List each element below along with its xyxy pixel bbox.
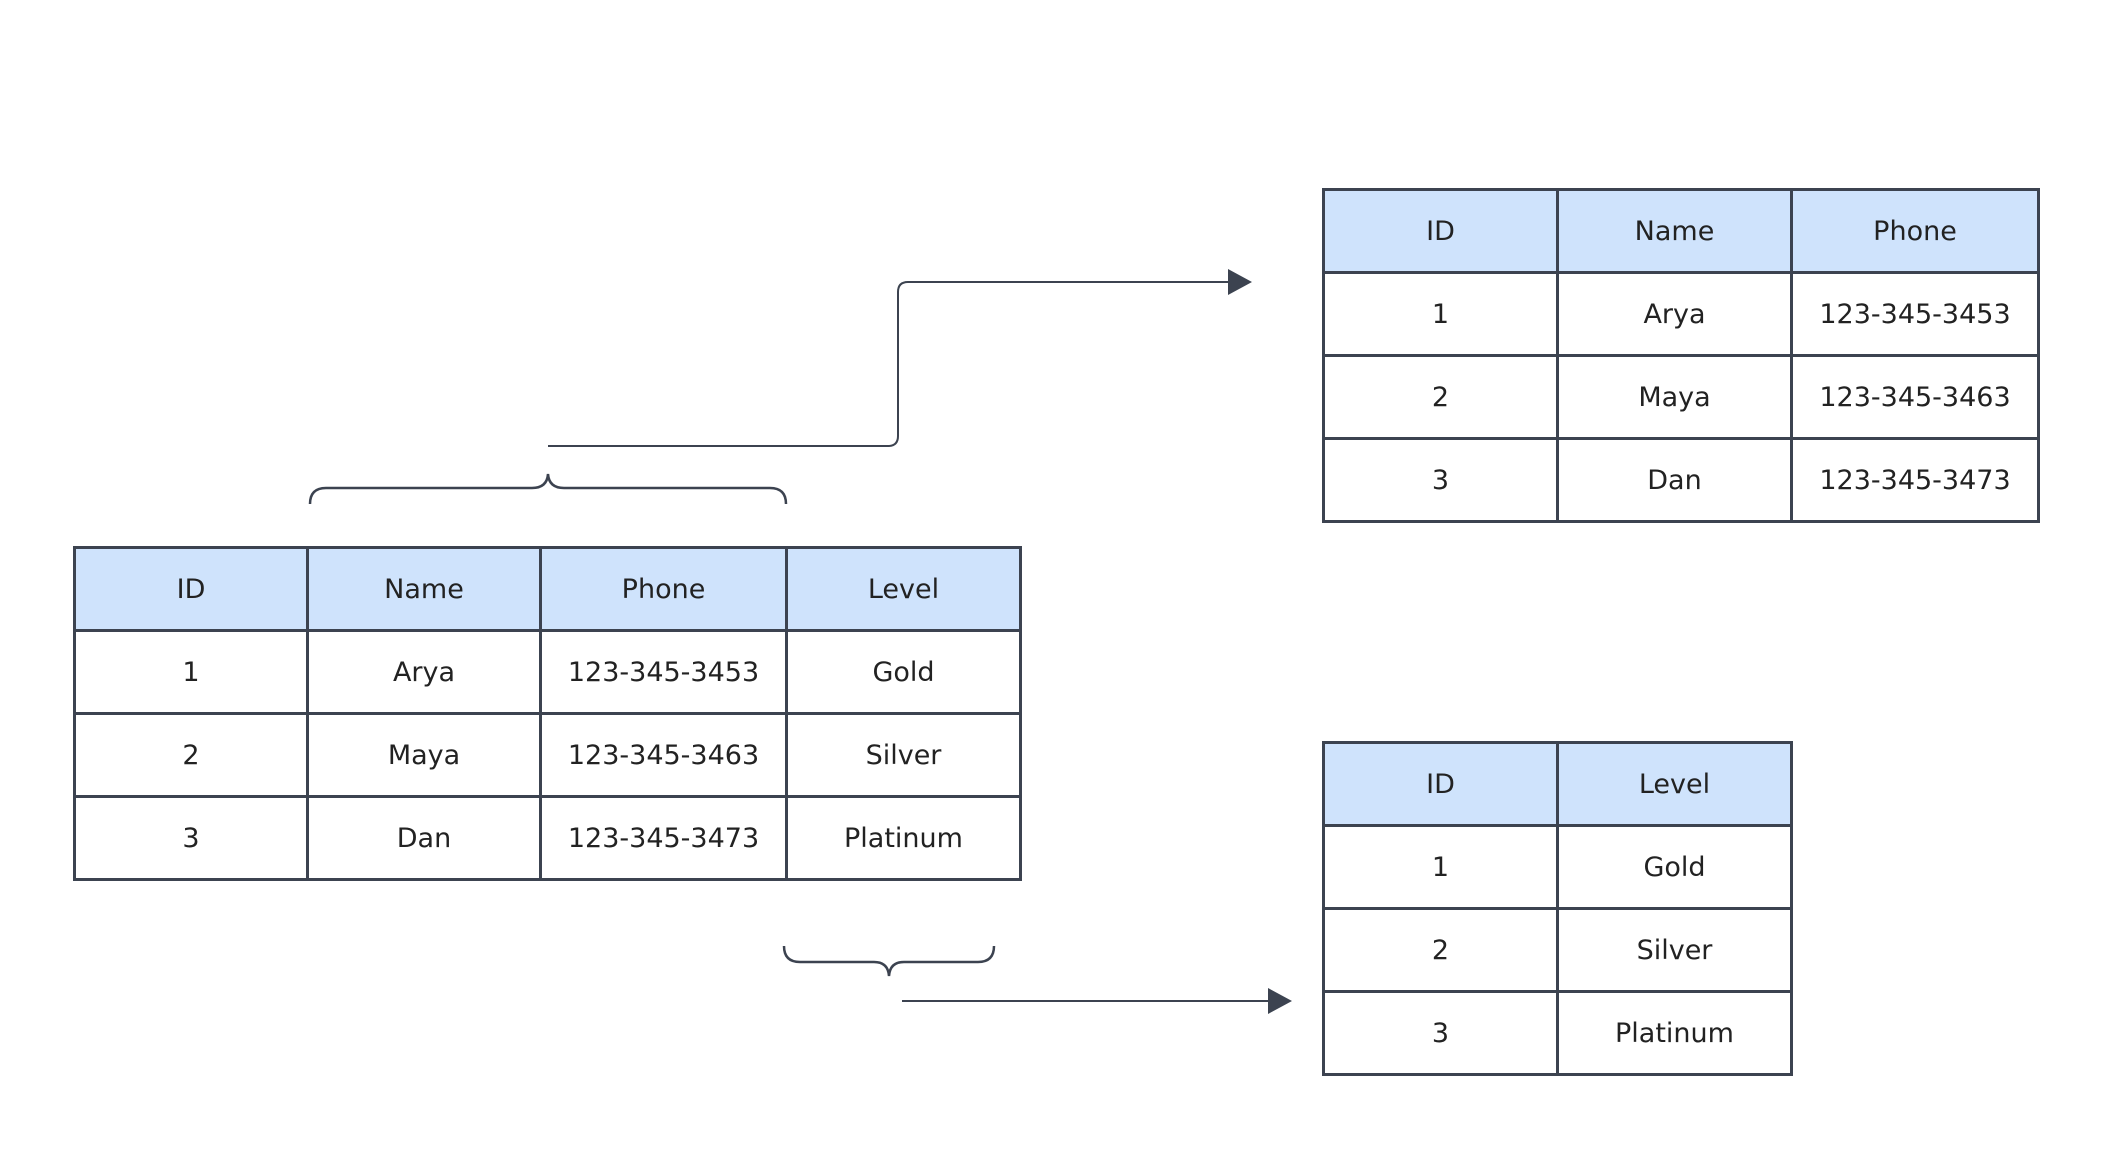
cell-id: 3 — [1322, 990, 1559, 1076]
cell-id: 3 — [1322, 437, 1559, 523]
table-row: 3 Dan 123-345-3473 — [1322, 437, 2040, 523]
cell-name: Dan — [306, 795, 542, 881]
table-header-row: ID Level — [1322, 741, 1793, 827]
header-level: Level — [785, 546, 1022, 632]
table-row: 2 Silver — [1322, 907, 1793, 993]
cell-id: 2 — [1322, 907, 1559, 993]
cell-phone: 123-345-3453 — [539, 629, 788, 715]
cell-name: Arya — [1556, 271, 1793, 357]
header-id: ID — [73, 546, 309, 632]
header-phone: Phone — [539, 546, 788, 632]
cell-phone: 123-345-3473 — [539, 795, 788, 881]
table-row: 3 Dan 123-345-3473 Platinum — [73, 795, 1022, 881]
cell-level: Platinum — [1556, 990, 1793, 1076]
lower-brace — [782, 945, 996, 977]
cell-level: Platinum — [785, 795, 1022, 881]
table-header-row: ID Name Phone — [1322, 188, 2040, 274]
cell-phone: 123-345-3463 — [1790, 354, 2040, 440]
source-table: ID Name Phone Level 1 Arya 123-345-3453 … — [73, 546, 1022, 881]
table-header-row: ID Name Phone Level — [73, 546, 1022, 632]
contact-table: ID Name Phone 1 Arya 123-345-3453 2 Maya… — [1322, 188, 2040, 523]
upper-brace — [308, 473, 788, 505]
table-row: 1 Gold — [1322, 824, 1793, 910]
header-level: Level — [1556, 741, 1793, 827]
cell-level: Silver — [785, 712, 1022, 798]
table-row: 1 Arya 123-345-3453 Gold — [73, 629, 1022, 715]
cell-level: Gold — [785, 629, 1022, 715]
cell-phone: 123-345-3463 — [539, 712, 788, 798]
cell-id: 1 — [1322, 271, 1559, 357]
table-row: 2 Maya 123-345-3463 — [1322, 354, 2040, 440]
table-row: 2 Maya 123-345-3463 Silver — [73, 712, 1022, 798]
header-phone: Phone — [1790, 188, 2040, 274]
level-table: ID Level 1 Gold 2 Silver 3 Platinum — [1322, 741, 1793, 1076]
connector-to-contact-table — [548, 281, 1230, 447]
cell-phone: 123-345-3473 — [1790, 437, 2040, 523]
cell-name: Maya — [306, 712, 542, 798]
table-row: 1 Arya 123-345-3453 — [1322, 271, 2040, 357]
cell-name: Maya — [1556, 354, 1793, 440]
cell-id: 2 — [1322, 354, 1559, 440]
header-name: Name — [1556, 188, 1793, 274]
header-id: ID — [1322, 741, 1559, 827]
cell-level: Gold — [1556, 824, 1793, 910]
cell-id: 1 — [1322, 824, 1559, 910]
arrowhead-to-level-table — [1268, 988, 1292, 1014]
cell-id: 1 — [73, 629, 309, 715]
cell-id: 2 — [73, 712, 309, 798]
cell-phone: 123-345-3453 — [1790, 271, 2040, 357]
cell-name: Arya — [306, 629, 542, 715]
arrowhead-to-contact-table — [1228, 269, 1252, 295]
cell-name: Dan — [1556, 437, 1793, 523]
cell-level: Silver — [1556, 907, 1793, 993]
header-name: Name — [306, 546, 542, 632]
cell-id: 3 — [73, 795, 309, 881]
header-id: ID — [1322, 188, 1559, 274]
table-row: 3 Platinum — [1322, 990, 1793, 1076]
